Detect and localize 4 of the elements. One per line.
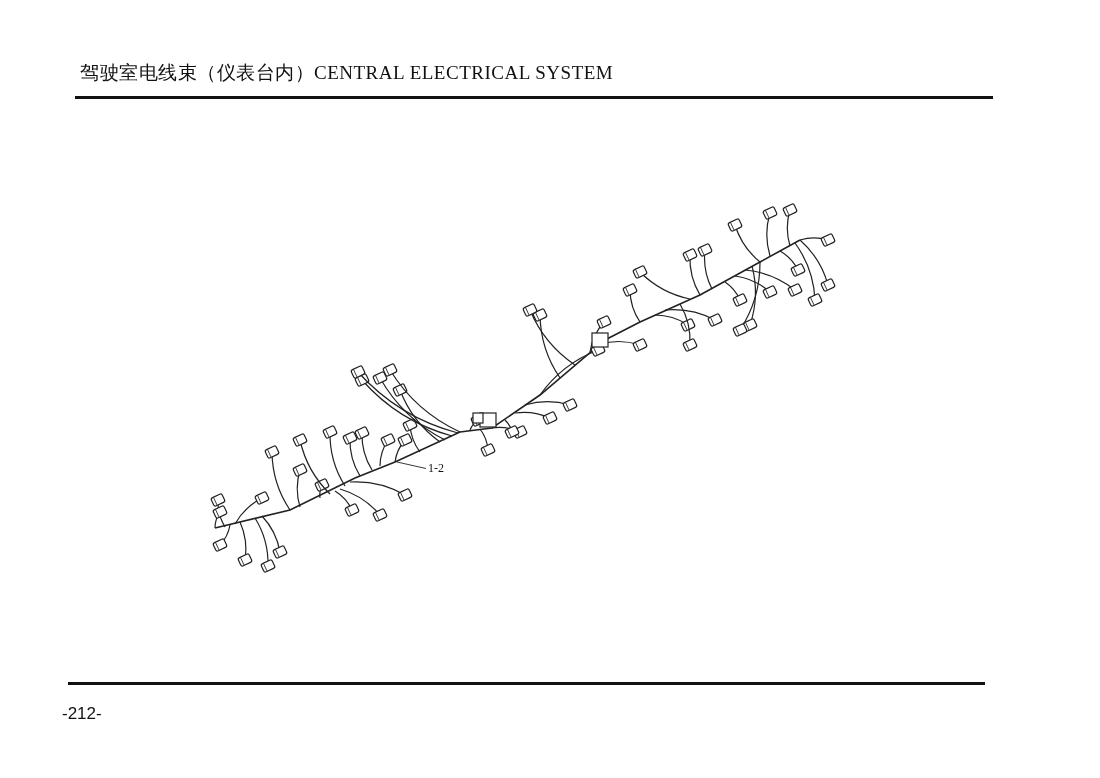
leader-line — [396, 461, 427, 469]
callout-number: 1-2 — [428, 461, 444, 476]
page-title: 驾驶室电线束（仪表台内）CENTRAL ELECTRICAL SYSTEM — [80, 61, 614, 85]
page-number: -212- — [62, 704, 102, 724]
